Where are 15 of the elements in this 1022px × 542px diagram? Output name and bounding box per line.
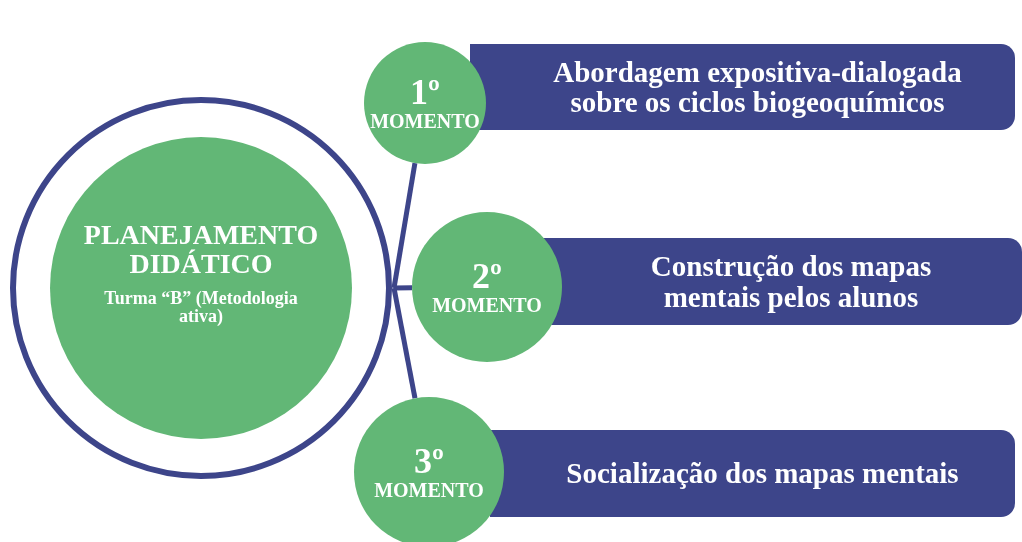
step-label: MOMENTO (432, 295, 542, 317)
step-number: 3º (414, 442, 444, 481)
connector-line (393, 285, 412, 291)
center-title: PLANEJAMENTO DIDÁTICO (82, 219, 320, 279)
step-text: Abordagem expositiva-dialogada sobre os ciclos biogeoquímicos (552, 56, 963, 118)
connector-line (391, 287, 418, 399)
center-subtitle: Turma “B” (Metodologia ativa) (103, 288, 299, 327)
step-text: Construção dos mapas mentais pelos alunos (649, 251, 933, 312)
step-banner (490, 430, 1015, 517)
step-label: MOMENTO (370, 111, 480, 133)
step-number: 1º (410, 73, 440, 112)
step-number: 2º (472, 257, 502, 296)
connector-line (391, 162, 418, 289)
step-text: Socialização dos mapas mentais (566, 458, 959, 489)
step-label: MOMENTO (374, 480, 484, 502)
